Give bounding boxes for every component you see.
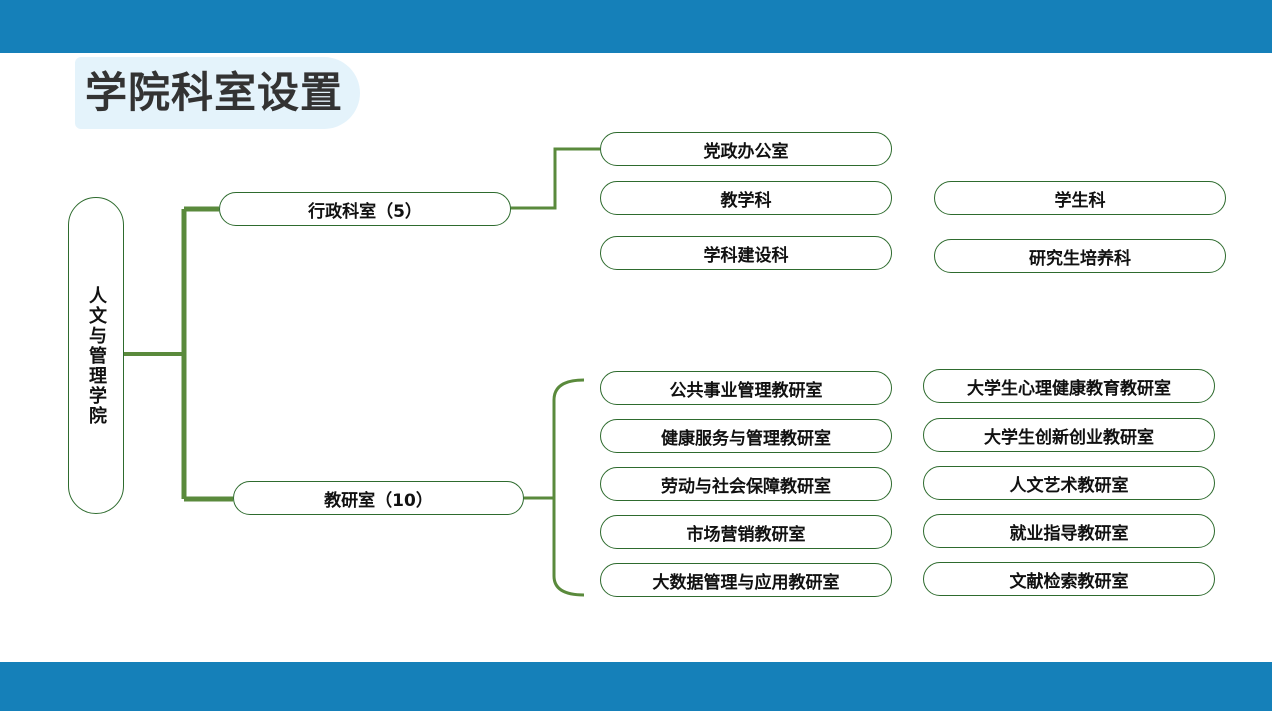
branch-admin: 行政科室（5）	[219, 192, 511, 226]
unit-admin-3: 学科建设科	[600, 236, 892, 270]
root-node: 人文与管理学院	[68, 197, 124, 514]
branch-teaching: 教研室（10）	[233, 481, 524, 515]
root-label: 人文与管理学院	[86, 285, 107, 426]
unit-admin-0: 党政办公室	[600, 132, 892, 166]
title-banner: 学院科室设置	[75, 57, 360, 129]
page-title: 学院科室设置	[85, 68, 344, 117]
unit-teaching-0: 公共事业管理教研室	[600, 371, 892, 405]
unit-teaching-9: 文献检索教研室	[923, 562, 1215, 596]
unit-teaching-2: 健康服务与管理教研室	[600, 419, 892, 453]
unit-admin-1: 教学科	[600, 181, 892, 215]
unit-teaching-3: 大学生创新创业教研室	[923, 418, 1215, 452]
unit-teaching-7: 就业指导教研室	[923, 514, 1215, 548]
teaching-bracket	[552, 378, 585, 597]
unit-admin-2: 学生科	[934, 181, 1226, 215]
unit-teaching-5: 人文艺术教研室	[923, 466, 1215, 500]
bottom-banner	[0, 662, 1272, 711]
unit-teaching-8: 大数据管理与应用教研室	[600, 563, 892, 597]
admin-connector	[511, 147, 600, 210]
unit-teaching-6: 市场营销教研室	[600, 515, 892, 549]
top-banner	[0, 0, 1272, 53]
unit-teaching-1: 大学生心理健康教育教研室	[923, 369, 1215, 403]
unit-teaching-4: 劳动与社会保障教研室	[600, 467, 892, 501]
unit-admin-4: 研究生培养科	[934, 239, 1226, 273]
